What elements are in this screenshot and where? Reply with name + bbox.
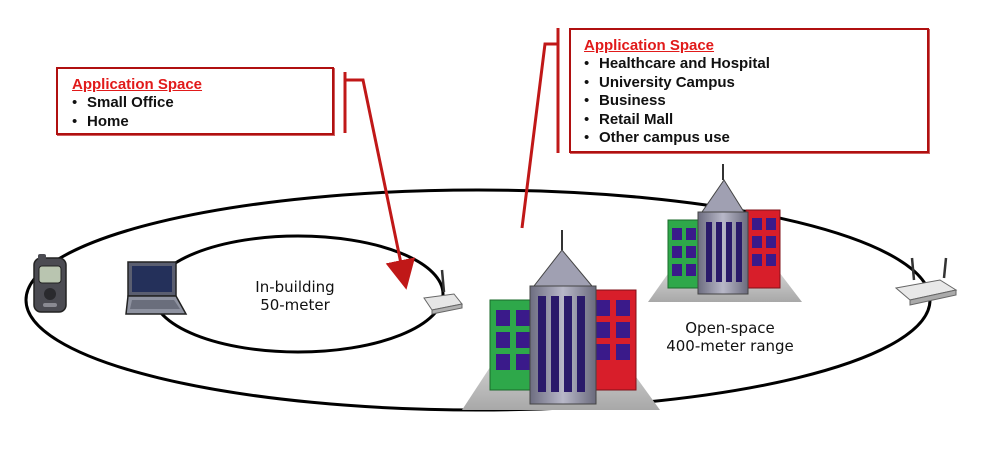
list-item: Business: [584, 92, 927, 111]
application-list: Healthcare and Hospital University Campu…: [584, 55, 927, 148]
office-building-icon: [462, 230, 660, 410]
office-building-icon: [648, 164, 802, 302]
callout-title: Application Space: [584, 37, 715, 54]
range-distance-text: 50-meter: [260, 296, 330, 314]
range-distance-text: 400-meter range: [666, 337, 794, 355]
list-item: University Campus: [584, 74, 927, 93]
application-list: Small Office Home: [72, 94, 332, 131]
range-type-text: Open-space: [685, 319, 775, 337]
list-item: Home: [72, 113, 332, 132]
list-item: Healthcare and Hospital: [584, 55, 927, 74]
list-item: Small Office: [72, 94, 332, 113]
wireless-access-point-icon: [894, 257, 958, 306]
small-office-callout: Application Space Small Office Home: [56, 67, 334, 135]
callout-title: Application Space: [72, 76, 203, 93]
list-item: Retail Mall: [584, 111, 927, 130]
mobile-phone-icon: [33, 254, 67, 313]
wireless-access-point-icon: [423, 269, 463, 315]
small-callout-connector: [343, 72, 404, 278]
list-item: Other campus use: [584, 129, 927, 148]
range-type-text: In-building: [255, 278, 335, 296]
campus-callout: Application Space Healthcare and Hospita…: [569, 28, 929, 153]
large-callout-connector: [520, 28, 560, 229]
laptop-icon: [125, 261, 188, 315]
open-space-range-label: Open-space 400-meter range: [655, 319, 805, 355]
in-building-range-label: In-building 50-meter: [235, 278, 355, 314]
